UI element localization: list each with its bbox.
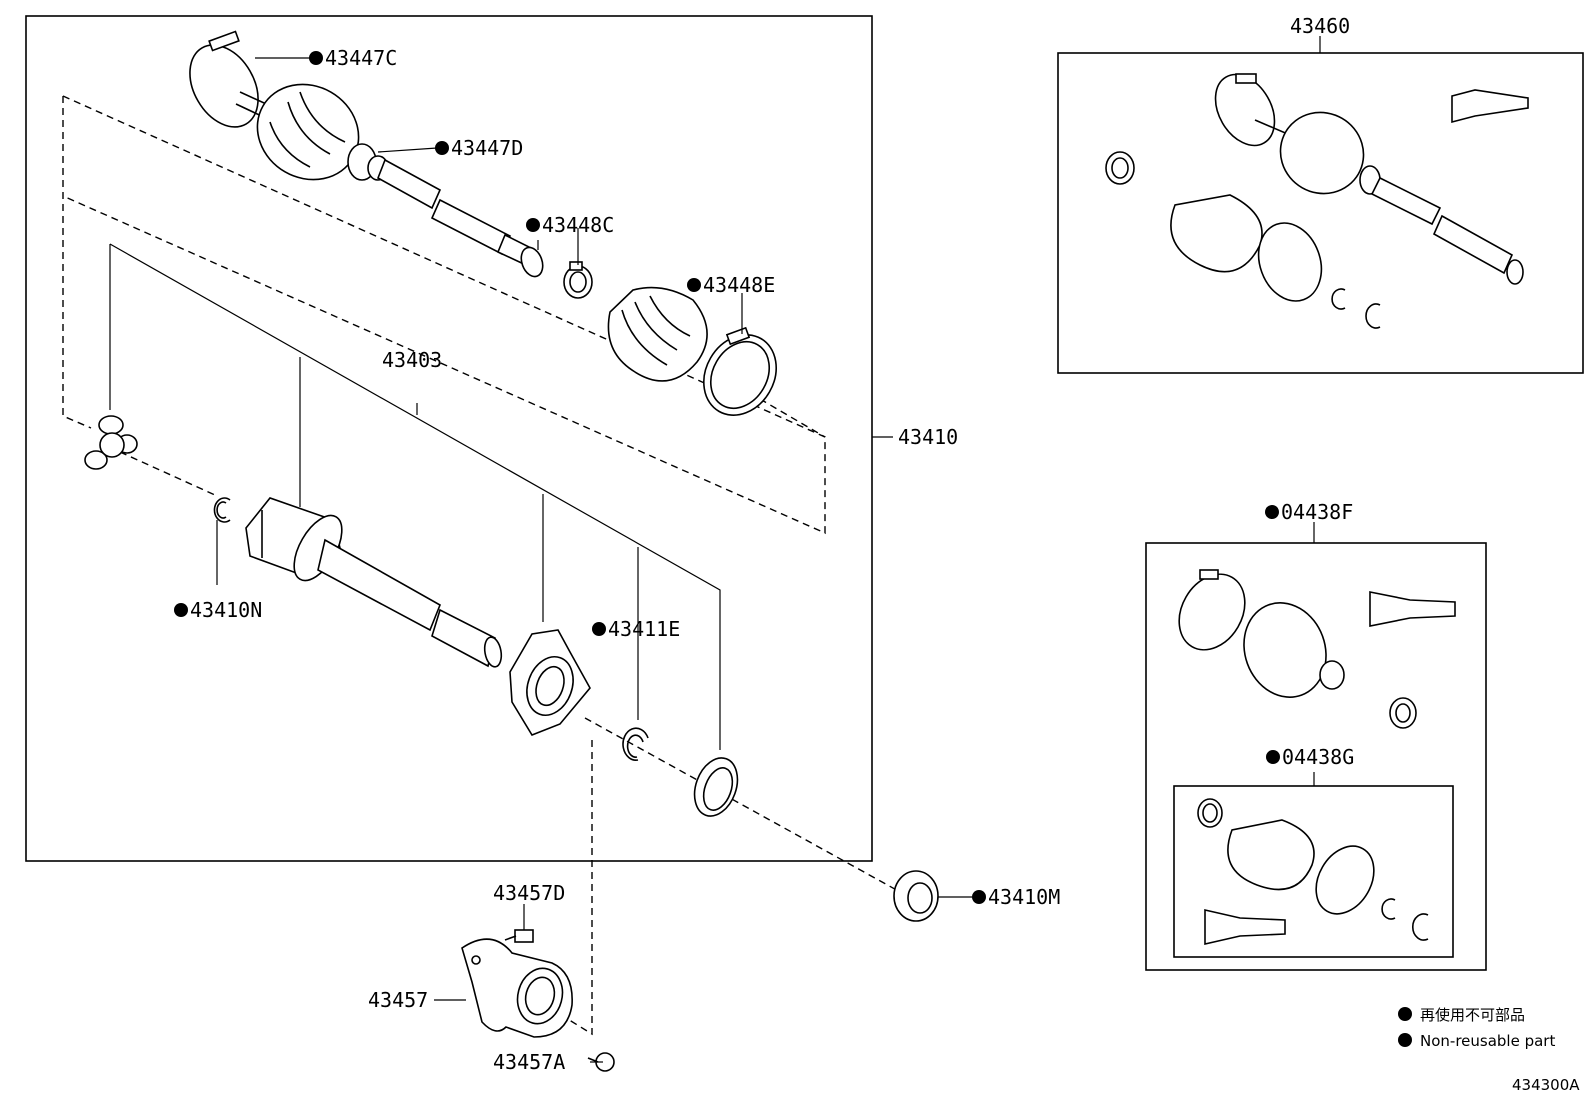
kit-04438F-parts [1178,569,1456,729]
callout-04438G: 04438G [1282,745,1354,769]
callout-43411E: 43411E [608,617,680,641]
bearing-43410M [893,870,939,922]
boot-clamp-large [703,326,777,416]
shaft-bearing-bracket [461,938,573,1038]
callout-43460: 43460 [1290,14,1350,38]
main-assembly-frame [25,15,873,862]
boot-clamp-small [563,261,593,299]
callout-43403: 43403 [382,348,442,372]
kit-04438G-parts [1197,798,1429,946]
snap-ring-43411E [622,727,649,761]
inner-joint-housing [245,497,503,668]
callout-43448C: 43448C [542,213,614,237]
callout-43410M: 43410M [988,885,1060,909]
legend-dot-icon [1398,1007,1412,1021]
legend-line-en: Non-reusable part [1420,1032,1555,1050]
callout-43457D: 43457D [493,881,565,905]
dashed-subassembly-outline [62,96,92,429]
kit-04438F-frame [1145,542,1487,971]
callout-43448E: 43448E [703,273,775,297]
bolt-43457D [504,904,534,943]
callout-43410N: 43410N [190,598,262,622]
callout-43410: 43410 [898,425,958,449]
figure-code: 434300A [1512,1076,1580,1094]
callout-43447D: 43447D [451,136,523,160]
non-reusable-markers [174,51,1280,904]
dust-seal [693,757,739,817]
legend-dot-icon [1398,1033,1412,1047]
kit-43460-parts [1105,73,1529,329]
bolt-43457A [587,1052,615,1072]
callout-04438F: 04438F [1281,500,1353,524]
snap-ring-43410N [213,497,231,523]
callout-43457: 43457 [368,988,428,1012]
tripod-joint [84,415,138,470]
drive-shaft [377,158,544,278]
callout-43457A: 43457A [493,1050,565,1074]
bearing-bracket [509,629,591,736]
outer-cv-joint [189,30,389,181]
legend-line-jp: 再使用不可部品 [1420,1006,1525,1024]
legend: 再使用不可部品 Non-reusable part [1398,1006,1555,1050]
inner-boot [607,286,708,382]
callout-43447C: 43447C [325,46,397,70]
